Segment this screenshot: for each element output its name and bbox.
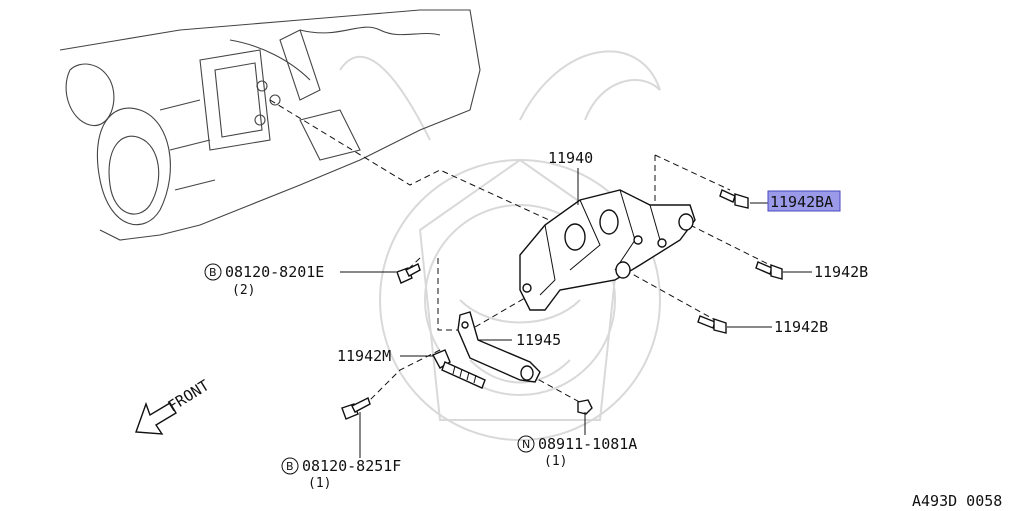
symbol-b2-letter: B [286, 460, 294, 473]
symbol-b2-circle [281, 457, 299, 475]
label-front: FRONT [165, 376, 213, 415]
bolt-11942ba[interactable] [719, 189, 749, 209]
label-11942ba: 11942BA [770, 193, 833, 211]
bolt-11942b-upper[interactable] [755, 261, 783, 280]
highlight-box [767, 190, 841, 212]
label-08120-8251f: 08120-8251F [302, 457, 401, 475]
symbol-n-circle [517, 435, 535, 453]
label-11940: 11940 [548, 149, 593, 167]
bracket-11940[interactable] [519, 189, 696, 311]
label-11942b-upper: 11942B [814, 263, 868, 281]
reference-code: A493D 0058 [912, 492, 1002, 510]
nut-08911-1081a[interactable] [577, 399, 593, 415]
symbol-b-circle [204, 263, 222, 281]
label-11942m: 11942M [337, 347, 391, 365]
symbol-n-letter: N [522, 438, 530, 451]
symbol-b-letter: B [209, 266, 217, 279]
bolt-08120-8251f[interactable] [341, 397, 371, 420]
stud-11942m[interactable] [432, 349, 486, 389]
label-11945: 11945 [516, 331, 561, 349]
front-arrow [135, 401, 177, 435]
label-08120-8201e: 08120-8201E [225, 263, 324, 281]
strut-11945[interactable] [457, 311, 541, 383]
bolt-08120-8201e[interactable] [396, 263, 421, 284]
engine-block [59, 9, 481, 241]
label-08120-8251f-qty: (1) [308, 476, 331, 491]
label-11942b-lower: 11942B [774, 318, 828, 336]
label-08911-1081a-qty: (1) [544, 454, 567, 469]
label-08120-8201e-qty: (2) [232, 283, 255, 298]
label-08911-1081a: 08911-1081A [538, 435, 637, 453]
watermark-emblem [339, 50, 661, 441]
bolt-11942b-lower[interactable] [697, 315, 727, 334]
